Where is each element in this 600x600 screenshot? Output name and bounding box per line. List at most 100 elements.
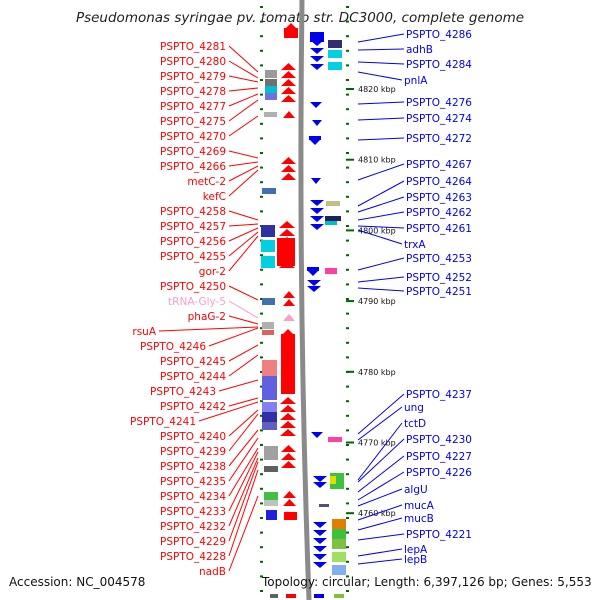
forward-leader-line (228, 413, 259, 452)
forward-leader-line (228, 115, 259, 137)
gene-feature-box (328, 50, 342, 58)
forward-leader-line (228, 150, 259, 159)
gene-feature-box (264, 446, 278, 460)
forward-leader-line (228, 429, 259, 467)
reverse-tick-mark (346, 458, 349, 461)
reverse-tick-mark (346, 93, 349, 96)
reverse-gene-arrow (313, 538, 327, 544)
reverse-tick-mark (346, 356, 349, 359)
forward-leader-line (158, 326, 259, 332)
forward-gene-label: PSPTO_4240 (160, 431, 226, 443)
ruler-tick-label: 4800 kbp (358, 226, 396, 235)
reverse-tick-mark (346, 6, 349, 8)
forward-leader-line (228, 409, 259, 437)
reverse-gene-label: pnlA (404, 75, 428, 87)
forward-gene-label: PSPTO_4244 (160, 371, 226, 383)
forward-gene-block (286, 594, 296, 598)
reverse-gene-label: PSPTO_4261 (406, 223, 472, 235)
reverse-gene-arrow (313, 476, 327, 482)
forward-leader-line (228, 231, 259, 257)
reverse-leader-line (357, 471, 405, 501)
gene-feature-box (261, 256, 275, 268)
gene-feature-box (325, 221, 337, 225)
forward-gene-label: PSPTO_4229 (160, 536, 226, 548)
forward-tick-mark (260, 20, 263, 23)
ruler-major-tick (346, 300, 354, 303)
reverse-gene-arrow (307, 270, 319, 276)
reverse-tick-mark (346, 108, 349, 111)
forward-leader-line (228, 437, 259, 482)
gene-feature-box (332, 552, 346, 562)
reverse-tick-mark (346, 152, 349, 154)
reverse-tick-mark (346, 429, 349, 432)
forward-gene-label: kefC (203, 191, 226, 203)
reverse-leader-line (357, 225, 405, 229)
forward-gene-arrow (280, 413, 296, 420)
gene-feature-box (262, 402, 277, 412)
reverse-gene-label: tctD (404, 418, 426, 430)
forward-gene-arrow (281, 173, 296, 180)
gene-feature-box (332, 529, 346, 539)
reverse-gene-label: algU (404, 484, 428, 496)
reverse-gene-arrow (313, 530, 327, 536)
forward-gene-label: PSPTO_4270 (160, 131, 226, 143)
forward-gene-label: PSPTO_4256 (160, 236, 226, 248)
gene-feature-box (265, 79, 277, 86)
gene-feature-box (262, 412, 277, 422)
gene-feature-box (261, 225, 275, 237)
reverse-leader-line (357, 406, 403, 441)
gene-feature-box (262, 188, 276, 194)
forward-leader-line (228, 447, 259, 497)
forward-gene-label: PSPTO_4258 (160, 206, 226, 218)
reverse-leader-line (357, 48, 405, 51)
forward-leader-line (228, 210, 259, 221)
forward-tick-mark (260, 64, 263, 67)
forward-leader-line (228, 93, 259, 107)
reverse-gene-label: PSPTO_4284 (406, 59, 472, 71)
forward-tick-mark (260, 429, 263, 432)
reverse-tick-mark (346, 487, 349, 490)
reverse-tick-mark (346, 444, 349, 446)
forward-tick-mark (260, 254, 263, 257)
reverse-tick-mark (346, 546, 349, 549)
forward-gene-arrow (281, 95, 296, 102)
reverse-leader-line (357, 61, 405, 65)
reverse-leader-line (357, 180, 405, 207)
ruler-major-tick (346, 370, 354, 373)
reverse-gene-arrow (313, 522, 327, 528)
forward-tick-mark (260, 122, 263, 125)
forward-leader-line (208, 327, 259, 347)
forward-leader-line (228, 300, 259, 319)
gene-feature-box (332, 539, 346, 549)
forward-leader-line (228, 315, 259, 325)
forward-gene-label: PSPTO_4281 (160, 41, 226, 53)
reverse-gene-label: PSPTO_4262 (406, 207, 472, 219)
forward-gene-arrow (281, 157, 296, 164)
reverse-leader-line (357, 33, 405, 43)
forward-gene-label: PSPTO_4255 (160, 251, 226, 263)
forward-gene-label: PSPTO_4257 (160, 221, 226, 233)
reverse-gene-label: PSPTO_4274 (406, 113, 472, 125)
forward-tick-mark (260, 575, 263, 578)
forward-tick-mark (260, 517, 263, 519)
forward-gene-label: nadB (199, 566, 226, 578)
accession-text: Accession: NC_004578 (9, 575, 146, 589)
gene-feature-box (328, 62, 342, 70)
forward-leader-line (228, 169, 259, 197)
reverse-gene-arrow (310, 48, 324, 54)
forward-gene-arrow (283, 299, 295, 306)
forward-gene-arrow (281, 461, 296, 468)
reverse-gene-label: PSPTO_4286 (406, 29, 472, 41)
reverse-leader-line (357, 117, 405, 121)
forward-gene-label: PSPTO_4235 (160, 476, 226, 488)
reverse-tick-mark (346, 49, 349, 52)
reverse-gene-label: PSPTO_4263 (406, 192, 472, 204)
forward-leader-line (228, 165, 259, 182)
forward-gene-label: PSPTO_4233 (160, 506, 226, 518)
forward-tick-mark (260, 210, 263, 213)
reverse-gene-label: PSPTO_4227 (406, 451, 472, 463)
forward-gene-label: PSPTO_4269 (160, 146, 226, 158)
reverse-gene-block (309, 136, 321, 140)
reverse-gene-arrow (312, 120, 322, 126)
reverse-gene-label: PSPTO_4264 (406, 176, 472, 188)
